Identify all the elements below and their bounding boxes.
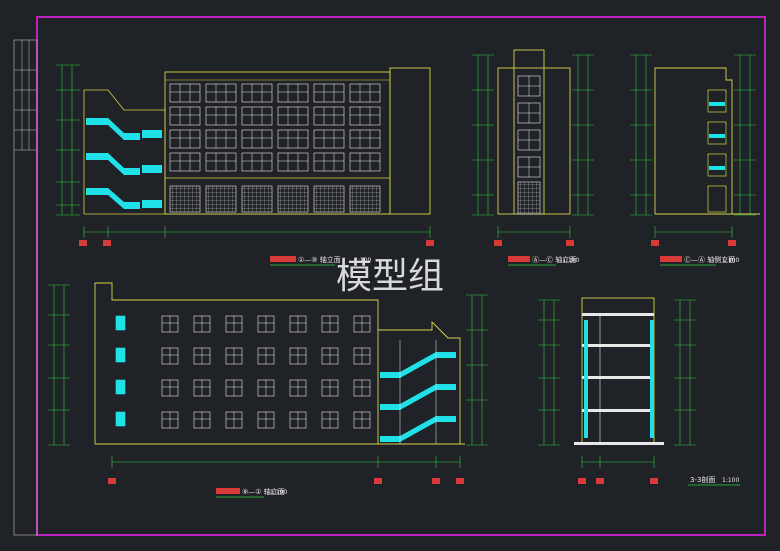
window: [349, 106, 381, 126]
window: [205, 106, 237, 126]
window: [277, 106, 309, 126]
window: [349, 129, 381, 149]
watermark-text: 模型组: [336, 256, 444, 297]
window: [277, 129, 309, 149]
svg-text:1:100: 1:100: [354, 257, 371, 264]
window: [277, 83, 309, 103]
shopfront: [205, 185, 237, 213]
rear-stair-landings: [380, 340, 456, 444]
window: [169, 152, 201, 172]
window: [241, 106, 273, 126]
window-column: [517, 75, 541, 178]
shopfront: [277, 185, 309, 213]
shopfront: [313, 185, 345, 213]
window: [115, 411, 126, 427]
shopfront: [349, 185, 381, 213]
svg-text:①—⑨ 轴立面: ①—⑨ 轴立面: [298, 255, 341, 264]
window: [241, 83, 273, 103]
elevation-a-c: Ⓐ—Ⓒ 轴立面 1:100: [472, 49, 594, 266]
svg-text:Ⓒ—Ⓐ 轴侧立面: Ⓒ—Ⓐ 轴侧立面: [684, 255, 735, 264]
elevation-1-9: ①—⑨ 轴立面 1:100: [56, 64, 434, 266]
window: [313, 129, 345, 149]
window: [169, 83, 201, 103]
drawing-title-1: ①—⑨ 轴立面 1:100: [270, 255, 371, 266]
shopfront: [169, 185, 201, 213]
shopfront-hatching: [169, 185, 381, 213]
window: [241, 129, 273, 149]
svg-text:1:100: 1:100: [722, 477, 739, 484]
elevation-9-1: ⑨—① 轴立面 1:100: [48, 282, 488, 498]
window: [349, 152, 381, 172]
elevation-c-a-side: Ⓒ—Ⓐ 轴侧立面 1:100: [630, 54, 760, 266]
svg-text:1:100: 1:100: [722, 257, 739, 264]
window: [313, 152, 345, 172]
axis-tags: [79, 240, 434, 246]
drawing-title-2: Ⓐ—Ⓒ 轴立面 1:100: [508, 255, 579, 266]
left-dimension-ladder: [56, 64, 80, 216]
section-3-3: 3-3剖面 1:100: [538, 297, 740, 486]
window: [169, 129, 201, 149]
window: [115, 347, 126, 363]
svg-text:⑨—① 轴立面: ⑨—① 轴立面: [242, 487, 285, 496]
drawing-title-4: ⑨—① 轴立面 1:100: [216, 487, 287, 498]
window: [115, 315, 126, 331]
svg-text:1:100: 1:100: [270, 489, 287, 496]
floor-slabs: [574, 313, 664, 445]
svg-text:3-3剖面: 3-3剖面: [690, 475, 715, 484]
window: [277, 152, 309, 172]
window: [349, 83, 381, 103]
side-stair-openings: [707, 89, 727, 213]
drawing-title-5: 3-3剖面 1:100: [688, 475, 740, 486]
sheet-frame: [13, 16, 766, 536]
window: [169, 106, 201, 126]
stair-landings: [86, 118, 162, 209]
window-grid-rear: [115, 315, 371, 429]
svg-text:Ⓐ—Ⓒ 轴立面: Ⓐ—Ⓒ 轴立面: [532, 255, 576, 264]
window-grid-upper: [169, 83, 381, 172]
window: [241, 152, 273, 172]
window: [205, 129, 237, 149]
svg-text:1:100: 1:100: [562, 257, 579, 264]
window: [115, 379, 126, 395]
shopfront: [241, 185, 273, 213]
window: [205, 83, 237, 103]
window: [313, 83, 345, 103]
window: [313, 106, 345, 126]
drawing-title-3: Ⓒ—Ⓐ 轴侧立面 1:100: [660, 255, 739, 266]
window: [205, 152, 237, 172]
